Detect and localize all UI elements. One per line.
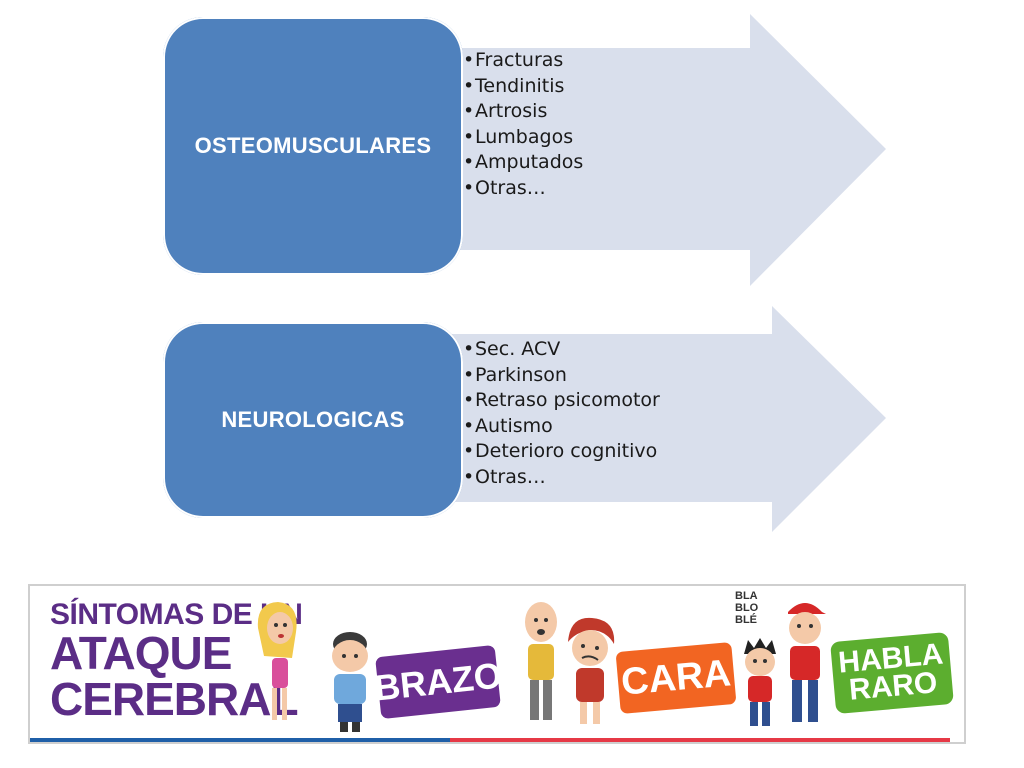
list-item: •Lumbagos: [463, 125, 574, 148]
cara-tag: CARA: [612, 638, 740, 718]
category-item-list: •Sec. ACV •Parkinson •Retraso psicomotor…: [463, 337, 660, 490]
headline-line: CEREBRAL: [50, 673, 299, 725]
banner-stripe-red: [450, 738, 950, 742]
list-item: •Autismo: [463, 414, 553, 437]
category-title: OSTEOMUSCULARES: [194, 133, 432, 158]
habla-raro-tag: HABLA RARO: [826, 628, 958, 718]
man-red-cap-figure-icon: [788, 603, 826, 722]
older-man-figure-icon: [525, 602, 557, 720]
list-item: •Otras…: [463, 176, 546, 199]
list-item: •Deterioro cognitivo: [463, 440, 658, 462]
man-figure-icon: [332, 632, 368, 732]
speech-text: BLA BLO BLÉ: [735, 590, 759, 627]
woman-figure-icon: [257, 602, 297, 720]
category-box: OSTEOMUSCULARES: [163, 17, 463, 275]
red-haired-woman-figure-icon: [568, 617, 615, 724]
category-item-list: •Fracturas •Tendinitis •Artrosis •Lumbag…: [463, 48, 583, 201]
list-item: •Retraso psicomotor: [463, 389, 660, 411]
arrow-shape: [430, 14, 890, 288]
list-item: •Fracturas: [463, 49, 564, 71]
list-item: •Amputados: [463, 151, 584, 173]
brazo-tag: BRAZO: [371, 641, 505, 723]
list-item: •Otras…: [463, 465, 546, 488]
headline-line: ATAQUE: [50, 627, 232, 679]
boy-figure-icon: [744, 638, 776, 726]
list-item: •Tendinitis: [463, 74, 565, 97]
list-item: •Parkinson: [463, 363, 567, 386]
category-title: NEUROLOGICAS: [221, 407, 405, 432]
speech-bubble: BLA BLO BLÉ: [735, 590, 779, 626]
list-item: •Artrosis: [463, 100, 548, 122]
stroke-symptoms-banner: SÍNTOMAS DE UN ATAQUE CEREBRAL BRAZO: [28, 584, 966, 744]
category-box: NEUROLOGICAS: [163, 322, 463, 518]
banner-stripe-blue: [30, 738, 450, 742]
arrow-shape: [430, 306, 890, 534]
list-item: •Sec. ACV: [463, 338, 561, 360]
